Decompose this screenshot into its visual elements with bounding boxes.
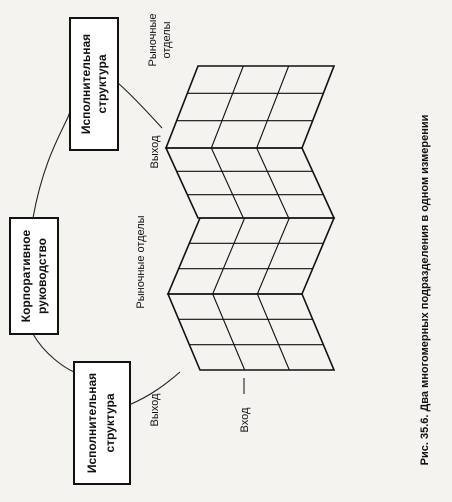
label-output-bottom: Выход <box>149 393 161 426</box>
executive-structure-bottom-line1: Исполнительная <box>85 373 99 473</box>
corporate-management-line1: Корпоративное <box>19 229 33 322</box>
executive-structure-top-line2: структура <box>95 54 109 113</box>
cube-top-left-face <box>164 65 336 149</box>
cube-top-left-face-grid-line <box>210 65 244 149</box>
connector-top-cube <box>117 82 163 129</box>
cube-bottom-right-face <box>166 293 336 371</box>
cube-bottom-right-face-grid-line <box>212 293 246 371</box>
figure-caption: Рис. 35.6. Два многомерных подразделения… <box>419 115 431 466</box>
label-input: Вход <box>239 407 251 432</box>
cube-top-right-face-grid-line <box>256 147 290 219</box>
label-market-departments-middle: Рыночные отделы <box>135 215 147 308</box>
cube-top-right-face <box>164 147 336 219</box>
cube-bottom-left-face-grid-line <box>256 217 290 295</box>
executive-structure-top-line1: Исполнительная <box>79 34 93 134</box>
label-market-departments-top-line1: Рыночные <box>147 13 159 66</box>
executive-structure-bottom-line2: структура <box>103 393 117 452</box>
cube-top-left-face-grid-line <box>256 65 290 149</box>
label-market-departments-top-line2: отделы <box>161 21 173 58</box>
corporate-management-line2: руководство <box>35 238 49 314</box>
label-output-top: Выход <box>149 135 161 168</box>
executive-structure-bottom-box <box>73 361 131 485</box>
cube-top-right-face-grid-line <box>210 147 244 219</box>
cube-bottom-right-face-grid-line <box>256 293 290 371</box>
executive-structure-top-box <box>69 17 119 151</box>
connector-bottom-cube <box>128 371 181 406</box>
connector-bottom-exec <box>32 333 75 373</box>
cube-market-output-top <box>164 65 336 219</box>
cube-bottom-left-face-grid-line <box>212 217 246 295</box>
connector-top-exec <box>32 109 71 219</box>
cube-bottom-left-face <box>166 217 336 295</box>
cube-market-output-bottom <box>166 217 336 371</box>
corporate-management-box <box>9 217 59 335</box>
